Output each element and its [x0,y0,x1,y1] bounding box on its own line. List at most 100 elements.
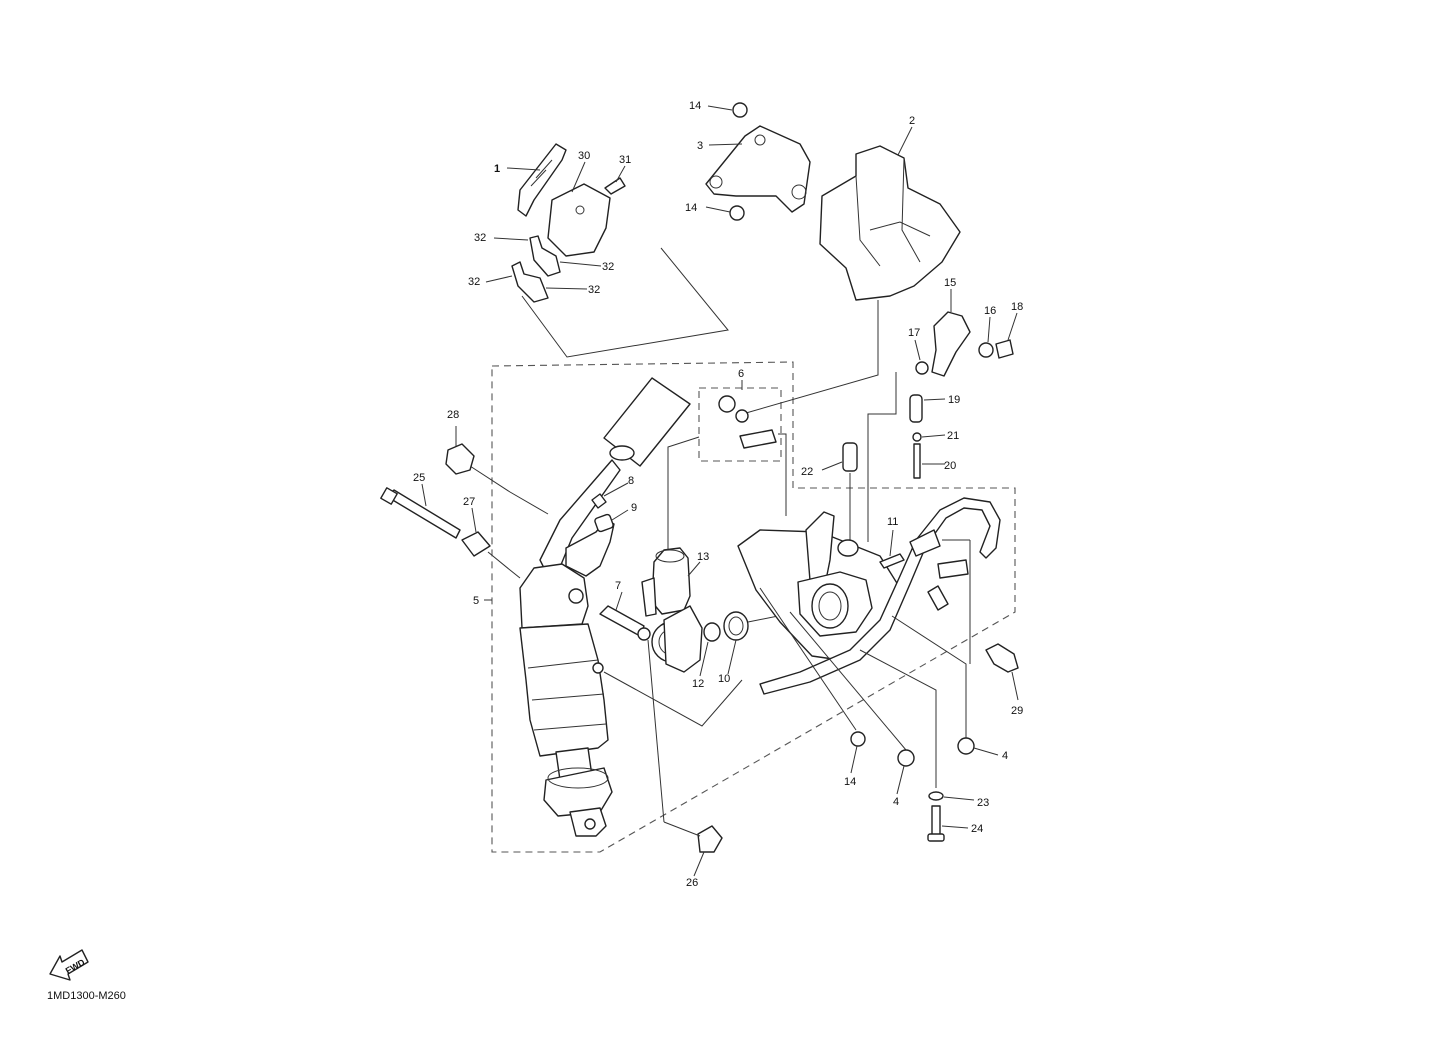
nut-17 [915,361,929,375]
callout-20: 20 [944,460,956,472]
upper-mount [705,102,961,414]
callout-7: 7 [615,580,621,592]
bracket-assembly [511,143,729,358]
shock-body [519,623,609,757]
shock-absorber [519,563,743,837]
callout-21: 21 [947,430,959,442]
clamp-6-b [735,409,749,423]
plate-15 [931,311,971,377]
callout-26: 26 [686,877,698,889]
pin-7 [599,605,645,637]
fwd-arrow-icon [49,949,89,981]
bolt-11 [879,553,905,569]
fitting [927,585,949,611]
callout-labels: 1 2 3 4 4 5 6 7 8 9 10 11 12 13 14 14 14… [413,100,1023,889]
callout-24: 24 [971,823,983,835]
hose-fitting-right [937,559,969,579]
callout-32-upper-left: 32 [474,232,486,244]
shock-assembly-frame [491,361,1016,853]
clip-28 [445,443,475,475]
callout-17: 17 [908,327,920,339]
callout-19: 19 [948,394,960,406]
callout-4-right: 4 [1002,750,1008,762]
callout-11: 11 [887,516,898,528]
clamp-6-c [739,429,777,449]
bolt-8 [591,493,607,509]
callout-9: 9 [631,502,637,514]
bracket-3 [705,125,811,213]
nut-14-bottom [850,731,866,747]
callout-16: 16 [984,305,996,317]
callout-leaders [421,105,1019,877]
callout-2: 2 [909,115,915,127]
callout-32-lower-left: 32 [468,276,480,288]
callout-3: 3 [697,140,703,152]
nut-14-top [732,102,748,118]
bushing-26 [697,825,723,853]
middle-parts [565,493,723,853]
callout-14-mid: 14 [685,202,697,214]
callout-31: 31 [619,154,631,166]
motor-13-bracket [641,577,657,617]
hose-fitting-upper [909,529,941,557]
washer-21 [912,432,922,442]
bracket-1 [517,143,567,217]
fwd-indicator: FWD [49,949,89,981]
collar-27 [461,531,491,557]
bolt-31 [604,177,626,195]
callout-5: 5 [473,595,479,607]
callout-6: 6 [738,368,744,380]
callout-14-top: 14 [689,100,701,112]
collar-16 [978,342,994,358]
nut-4-center [897,749,915,767]
diagram-code: 1MD1300-M260 [47,990,126,1002]
collar-19 [909,394,923,423]
callout-28: 28 [447,409,459,421]
callout-27: 27 [463,496,475,508]
nut-14-mid [729,205,745,221]
callout-15: 15 [944,277,956,289]
reservoir [469,377,691,577]
bracket-30 [547,183,611,257]
bracket-32-upper [529,235,561,277]
nut-4-right [957,737,975,755]
callout-32-upper-right: 32 [602,261,614,273]
callout-1: 1 [494,163,500,175]
clamp-6-a [718,395,736,413]
assembly-frames [491,361,1016,853]
callout-13: 13 [697,551,709,563]
shock-spring [543,767,613,817]
callout-23: 23 [977,797,989,809]
callout-4-center: 4 [893,796,899,808]
callout-25: 25 [413,472,425,484]
hose [759,497,1001,695]
right-housing [737,497,1019,842]
subassembly-6-frame [698,387,782,462]
bolt-25 [385,489,461,539]
callout-30: 30 [578,150,590,162]
bolt-25-group [380,443,521,579]
callout-14-bottom: 14 [844,776,856,788]
nut-12 [703,622,721,642]
washer-23 [928,791,944,801]
callout-32-lower-right: 32 [588,284,600,296]
right-small-parts [842,311,1014,542]
bolt-20 [913,443,921,479]
collar-22 [842,442,858,472]
motor-group [641,547,789,673]
cover-2 [819,145,961,301]
seal-10 [723,611,749,641]
callout-22: 22 [801,466,813,478]
motor-13 [651,547,691,615]
callout-29: 29 [1011,705,1023,717]
clamp-29 [985,643,1019,673]
bolt-25-head [380,487,398,505]
shock-side-nipple [592,662,604,674]
subassembly-6 [667,395,787,554]
bracket-32-lower [511,261,549,303]
callout-12: 12 [692,678,704,690]
bolt-24 [931,805,941,837]
gear-12-housing [663,605,703,673]
callout-10: 10 [718,673,730,685]
